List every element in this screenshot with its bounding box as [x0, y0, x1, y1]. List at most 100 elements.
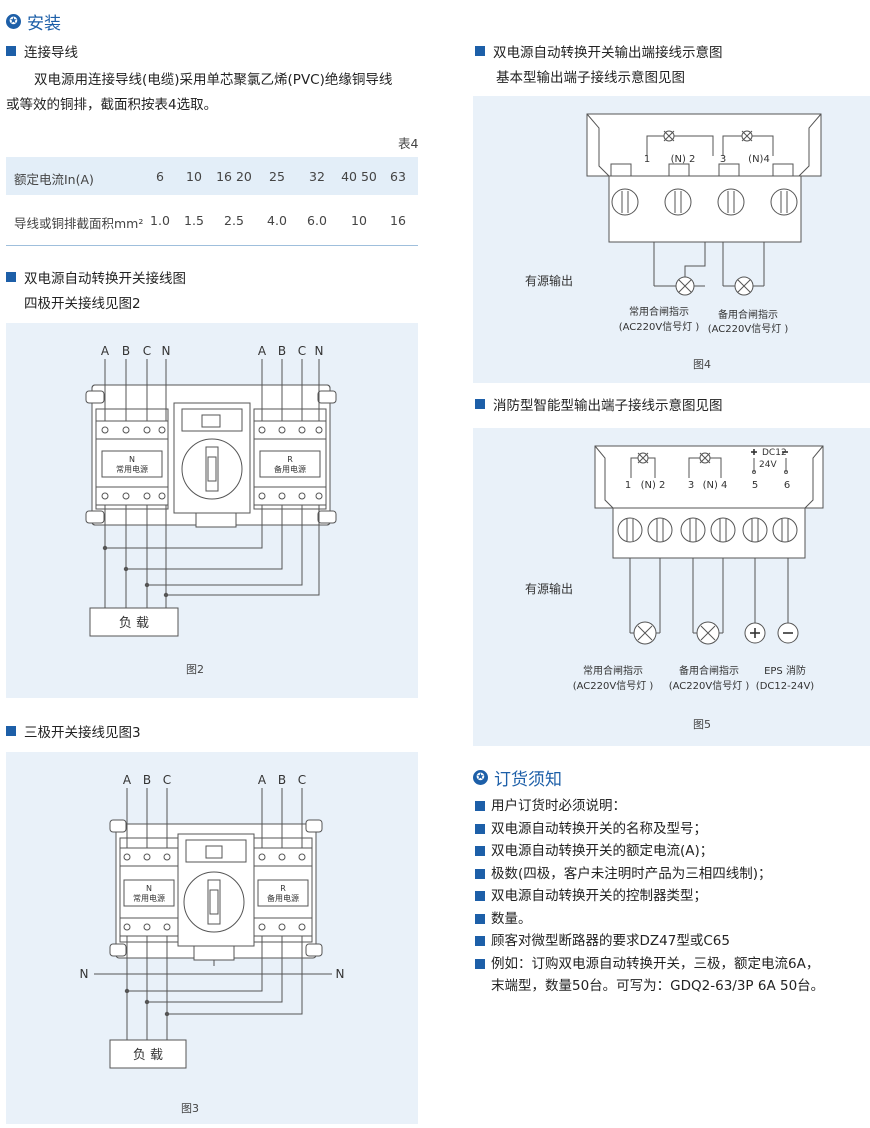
fig4-terminal-label: (N) 2: [671, 154, 696, 165]
star-icon: ✪: [6, 14, 21, 29]
table-row1-label: 额定电流In(A): [14, 172, 94, 187]
fig3-left-phase-label: C: [163, 773, 171, 787]
square-bullet-icon: [475, 913, 485, 924]
fig4-caption: 图4: [693, 358, 711, 371]
fig3-load-label: 负 载: [133, 1048, 163, 1063]
table-cell: 4.0: [267, 213, 287, 228]
fig4-panel: 1 (N) 2 3 (N)4 有源输出 常用合闸指示 (AC220V信号灯 ) …: [473, 96, 870, 383]
order-section-title: ✪ 订货须知: [473, 765, 562, 790]
fig2-left-box-line1: N: [129, 455, 135, 464]
list-item: 双电源自动转换开关的控制器类型；: [475, 885, 865, 908]
fire-heading-text: 消防型智能型输出端子接线示意图见图: [493, 398, 723, 414]
square-bullet-icon: [475, 46, 485, 56]
table-cell: 6: [156, 169, 164, 184]
square-bullet-icon: [475, 891, 485, 901]
table-cell: 16: [390, 213, 406, 228]
fig2-right-phase-label: C: [298, 344, 306, 358]
output-heading: 双电源自动转换开关输出端接线示意图: [475, 41, 723, 61]
fig4-lamp2-line2: (AC220V信号灯 ): [708, 323, 789, 335]
star-icon: ✪: [473, 770, 488, 785]
wire-heading: 连接导线: [6, 41, 78, 61]
table-row2-values: 1.0 1.5 2.5 4.0 6.0 10 16: [144, 213, 418, 228]
fire-heading: 消防型智能型输出端子接线示意图见图: [475, 394, 723, 414]
list-item: 顾客对微型断路器的要求DZ47型或C65: [475, 930, 865, 953]
table-cell: 2.5: [224, 213, 244, 228]
basic-sub: 基本型输出端子接线示意图见图: [496, 70, 685, 86]
wire-para-line1: 双电源用连接导线(电缆)采用单芯聚氯乙烯(PVC)绝缘铜导线: [34, 72, 393, 88]
table-caption: 表4: [398, 136, 419, 151]
list-item: 数量。: [475, 908, 865, 931]
fig5-lamp2-line1: 备用合闸指示: [679, 664, 739, 677]
square-bullet-icon: [6, 726, 16, 736]
spec-table-wrap: 额定电流In(A) 导线或铜排截面积mm² 6 10 16 20 25 32 4…: [6, 157, 418, 247]
table-cell: 16 20: [216, 169, 252, 184]
fig3-right-box-line1: R: [280, 884, 286, 893]
square-bullet-icon: [475, 399, 485, 409]
fig4-terminal-label: 1: [644, 154, 650, 165]
fig3-right-box-line2: 备用电源: [267, 893, 299, 903]
fig5-eps-line2: (DC12-24V): [756, 681, 814, 692]
list-item-example: 例如：订购双电源自动转换开关，三极，额定电流6A， 末端型，数量50台。可写为：…: [475, 953, 865, 998]
fig3-diagram: A B C A B C N 常用电源 R 备用电源 N N 负 载 图3: [80, 773, 345, 1115]
fig2-right-phase-label: B: [278, 344, 286, 358]
square-bullet-icon: [475, 958, 485, 969]
table-cell: 25: [269, 169, 285, 184]
fig4-source-label: 有源输出: [525, 273, 573, 288]
fig3-left-box-line2: 常用电源: [133, 893, 165, 903]
fig2-right-box-line1: R: [287, 455, 293, 464]
install-section-title: ✪ 安装: [6, 9, 61, 34]
three-pole-heading: 三极开关接线见图3: [6, 721, 141, 741]
fig3-n-right: N: [336, 967, 345, 981]
square-bullet-icon: [6, 46, 16, 56]
fig3-panel: A B C A B C N 常用电源 R 备用电源 N N 负 载 图3: [6, 752, 418, 1124]
fig2-diagram: A B C N A B C N N 常用电源 R 备用电源 负 载 图2: [85, 344, 337, 676]
table-cell: 63: [390, 169, 406, 184]
table-cell: 1.5: [184, 213, 204, 228]
square-bullet-icon: [475, 868, 485, 879]
square-bullet-icon: [475, 801, 485, 811]
square-bullet-icon: [6, 272, 16, 282]
table-row2-label: 导线或铜排截面积mm²: [14, 216, 144, 231]
table-cell: 10: [186, 169, 202, 184]
output-heading-text: 双电源自动转换开关输出端接线示意图: [493, 45, 723, 61]
square-bullet-icon: [475, 936, 485, 946]
fig5-source-label: 有源输出: [525, 581, 573, 596]
list-item: 用户订货时必须说明：: [475, 795, 865, 818]
fig5-dc-bottom: 24V: [759, 460, 777, 470]
table-row1-values: 6 10 16 20 25 32 40 50 63: [144, 169, 418, 184]
fig3-right-phase-label: B: [278, 773, 286, 787]
fig5-caption: 图5: [693, 718, 711, 731]
wiring-heading: 双电源自动转换开关接线图: [6, 267, 186, 287]
fig3-left-phase-label: B: [143, 773, 151, 787]
fig3-n-left: N: [80, 967, 89, 981]
wire-heading-text: 连接导线: [24, 45, 78, 61]
fig3-left-phase-label: A: [123, 773, 132, 787]
fig2-right-phase-label: A: [258, 344, 267, 358]
fig2-panel: A B C N A B C N N 常用电源 R 备用电源 负 载 图2: [6, 323, 418, 698]
table-cell: 1.0: [150, 213, 170, 228]
fig5-dc-top: DC12: [762, 448, 787, 458]
fig2-left-box-line2: 常用电源: [116, 464, 148, 474]
fig4-lamp2-line1: 备用合闸指示: [718, 308, 778, 321]
order-list: 用户订货时必须说明： 双电源自动转换开关的名称及型号； 双电源自动转换开关的额定…: [475, 795, 865, 998]
fig2-left-phase-label: B: [122, 344, 130, 358]
square-bullet-icon: [475, 846, 485, 856]
fig3-right-phase-label: A: [258, 773, 267, 787]
fig5-panel: DC12 24V 1 (N) 2 3 (N) 4 5 6 有源输出 常用合闸指示…: [473, 428, 870, 746]
fig3-right-phase-label: C: [298, 773, 306, 787]
fig5-lamp1-line1: 常用合闸指示: [583, 664, 643, 677]
three-pole-heading-text: 三极开关接线见图3: [24, 725, 141, 741]
example-line1: 例如：订购双电源自动转换开关，三极，额定电流6A，: [491, 955, 820, 972]
example-line2: 末端型，数量50台。可写为：GDQ2-63/3P 6A 50台。: [491, 978, 825, 994]
fig4-lamp1-line1: 常用合闸指示: [629, 305, 689, 318]
fig3-caption: 图3: [181, 1102, 199, 1115]
fig2-load-label: 负 载: [119, 616, 149, 631]
fig5-terminal-label: 1: [625, 480, 631, 491]
fig2-caption: 图2: [186, 663, 204, 676]
table-cell: 6.0: [307, 213, 327, 228]
fig4-lamp1-line2: (AC220V信号灯 ): [619, 321, 700, 333]
install-title-text: 安装: [27, 14, 61, 34]
fig2-left-phase-label: A: [101, 344, 110, 358]
fig5-terminal-label: 5: [752, 480, 758, 491]
wiring-heading-text: 双电源自动转换开关接线图: [24, 271, 186, 287]
